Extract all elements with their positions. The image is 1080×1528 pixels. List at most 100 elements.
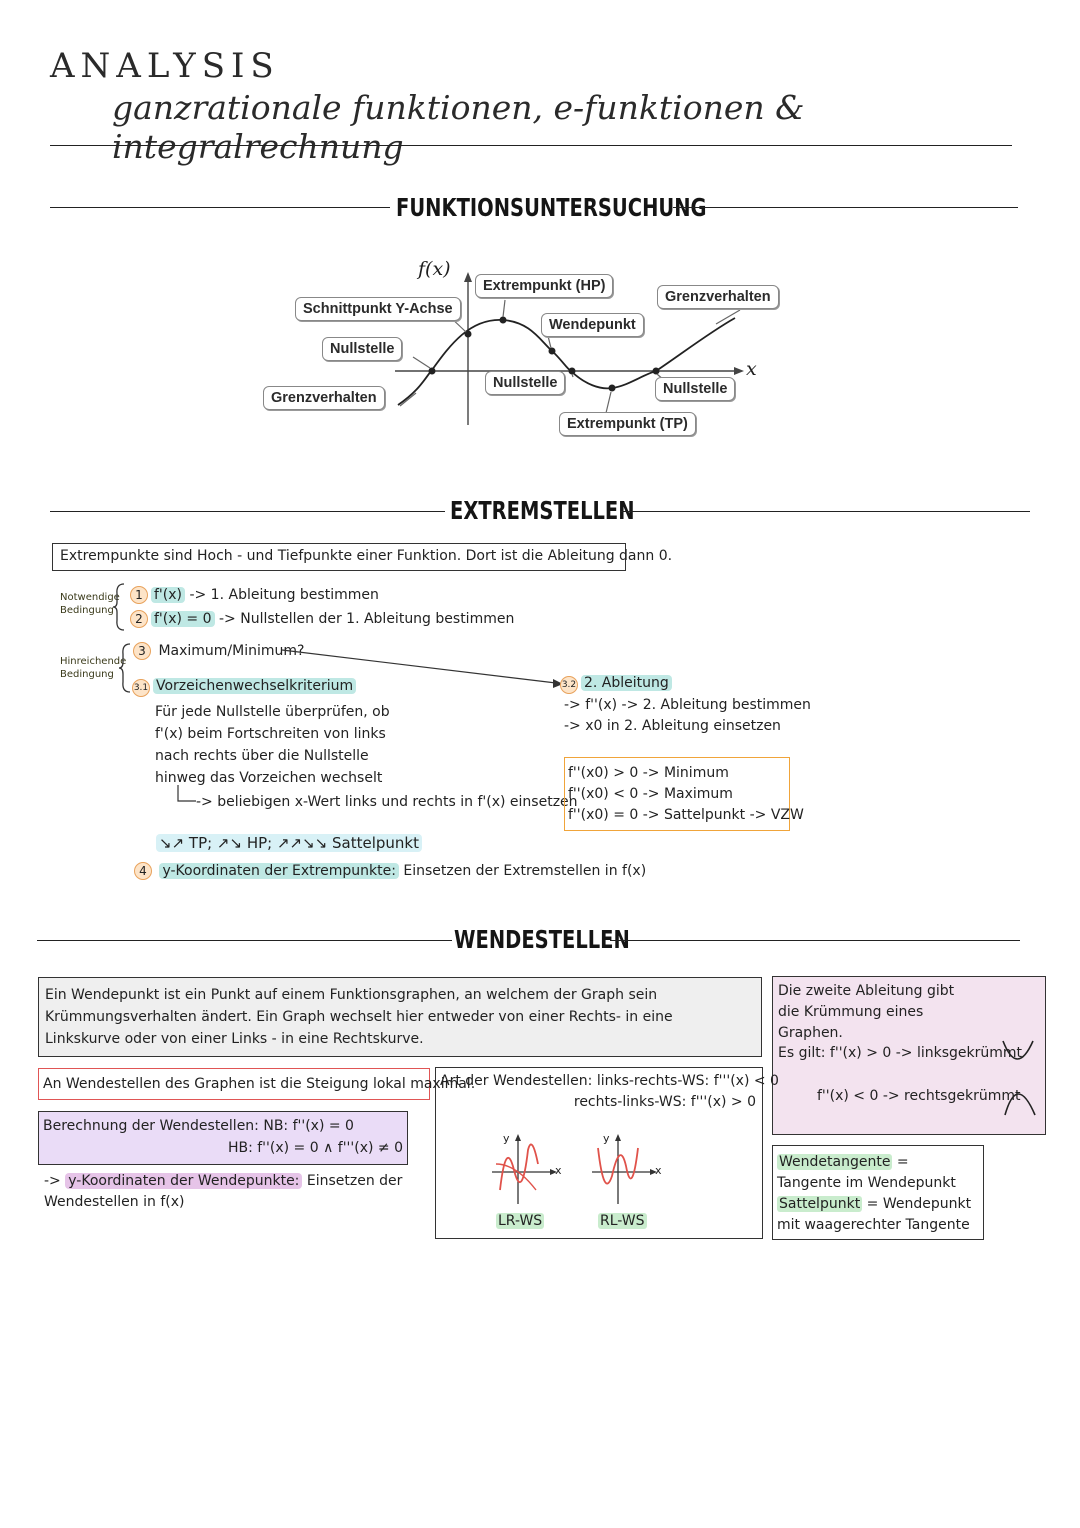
label-grenzverhalten-left: Grenzverhalten [263,386,385,410]
wende-ykoord-prefix: -> [44,1173,61,1189]
label-nullstelle-left: Nullstelle [322,337,403,361]
label-nullstelle-mid: Nullstelle [485,371,566,395]
step-2-text: -> Nullstellen der 1. Ableitung bestimme… [218,611,515,627]
notwendige-bedingung-label: Notwendige Bedingung [60,592,120,616]
y-axis-arrow-icon [464,272,472,282]
berechnung-nb: Berechnung der Wendestellen: NB: f''(x) … [43,1118,354,1134]
extrem-definition-box: Extrempunkte sind Hoch - und Tiefpunkte … [52,543,672,571]
step-3-1-hint: -> beliebigen x-Wert links und rechts in… [196,794,578,810]
hook-arrow-icon [177,785,196,802]
label-extrempunkt-tp: Extrempunkt (TP) [559,412,696,436]
case-line: f''(x0) > 0 -> Minimum [568,765,729,781]
step-3-1-line: f'(x) beim Fortschreiten von links [155,726,386,742]
rl-ws-text: RL-WS [598,1213,647,1229]
lr-ws-text: LR-WS [496,1213,545,1229]
linksgekruemmt-icon [1002,1040,1034,1060]
sattelpunkt-text: = Wendepunkt mit waagerechter Tangente [777,1196,972,1233]
case-line: f''(x0) < 0 -> Maximum [568,786,733,802]
kruemmung-links: Es gilt: f''(x) > 0 -> linksgekrümmt [778,1045,1023,1061]
section-divider-right [620,511,1030,512]
kruemmung-intro: Die zweite Ableitung gibt die Krümmung e… [778,983,955,1041]
wende-ykoord-text2: Wendestellen in f(x) [44,1194,185,1210]
art-wendestellen-box: Art der Wendestellen: links-rechts-WS: f… [435,1067,779,1239]
schnittpunkt-point [464,330,472,338]
lr-ws-graph [492,1134,557,1204]
axis-label-fx: f(x) [418,258,451,280]
connector-line [281,649,563,688]
tangente-box: Wendetangente = Tangente im Wendepunkt S… [772,1145,984,1240]
step-4-title: y-Koordinaten der Extrempunkte: [159,863,399,879]
step-4-text: Einsetzen der Extremstellen in f(x) [403,863,647,879]
wende-ykoord-title: y-Koordinaten der Wendepunkte: [65,1173,303,1189]
extrem-definition: Extrempunkte sind Hoch - und Tiefpunkte … [60,548,673,564]
arrows-legend: ↘↗ TP; ↗↘ HP; ↗↗↘↘ Sattelpunkt [156,834,423,852]
x-axis-arrow-icon [734,367,744,375]
page-title: ANALYSIS [50,46,280,86]
step-1-number: 1 [130,586,148,604]
wendetangente-def: Wendetangente = Tangente im Wendepunkt [777,1152,977,1194]
sattelpunkt-term: Sattelpunkt [777,1196,863,1212]
rechtsgekruemmt-icon [1004,1093,1036,1116]
section-divider-left [50,511,445,512]
function-graph [395,272,744,425]
step-3-text: Maximum/Minimum? [158,643,305,659]
label-schnittpunkt: Schnittpunkt Y-Achse [295,297,461,321]
rl-ws-graph [592,1134,657,1204]
nullstelle-mid-point [568,367,576,375]
section-title-extremstellen: EXTREMSTELLEN [450,496,635,525]
step-4: 4 y-Koordinaten der Extrempunkte: Einset… [134,862,646,880]
steigung-box: An Wendestellen des Graphen ist die Stei… [38,1068,475,1100]
label-extrempunkt-hp: Extrempunkt (HP) [475,274,614,298]
step-2-expr: f'(x) = 0 [151,611,215,627]
step-3-1-line: nach rechts über die Nullstelle [155,748,369,764]
art-line1: Art der Wendestellen: links-rechts-WS: f… [440,1073,779,1089]
wende-definition-box: Ein Wendepunkt ist ein Punkt auf einem F… [38,977,762,1057]
section-divider-right [610,940,1020,941]
case-line: f''(x0) = 0 -> Sattelpunkt -> VZW [568,807,804,823]
brace-notwendig-icon [112,583,125,631]
berechnung-hb: HB: f''(x) = 0 ∧ f'''(x) ≠ 0 [227,1140,403,1156]
section-title-wendestellen: WENDESTELLEN [454,925,630,954]
wendetangente-term: Wendetangente [777,1154,893,1170]
tiefpunkt-point [608,384,616,392]
step-3-2-line1: -> f''(x) -> 2. Ableitung bestimmen [564,697,811,713]
label-wendepunkt: Wendepunkt [541,313,644,337]
section-divider-right [673,207,1018,208]
berechnung-box: Berechnung der Wendestellen: NB: f''(x) … [38,1111,408,1165]
axis-label-x: x [746,358,757,380]
step-2-number: 2 [130,610,148,628]
step-3-1-line: hinweg das Vorzeichen wechselt [155,770,383,786]
lr-ws-label: LR-WS [496,1213,545,1229]
section-title-funktionsuntersuchung: FUNKTIONSUNTERSUCHUNG [396,193,707,222]
step-4-number: 4 [134,862,152,880]
rl-graph-y: y [603,1132,610,1145]
step-1-text: -> 1. Ableitung bestimmen [189,587,379,603]
brace-hinreichend-icon [118,643,131,693]
page-subtitle: ganzrationale funktionen, e-funktionen &… [112,88,805,166]
step-3-1-number: 3.1 [132,679,150,697]
rl-ws-label: RL-WS [598,1213,647,1229]
art-line2: rechts-links-WS: f'''(x) > 0 [573,1094,756,1110]
nullstelle-right-point [652,367,660,375]
arrows-text: ↘↗ TP; ↗↘ HP; ↗↗↘↘ Sattelpunkt [156,834,423,852]
wende-ykoord-text: Einsetzen der [306,1173,403,1189]
nullstelle-left-point [428,367,436,375]
step-3-2-title: 2. Ableitung [581,675,672,691]
wende-definition: Ein Wendepunkt ist ein Punkt auf einem F… [45,987,673,1047]
section-divider-left [37,940,452,941]
step-3-2-number: 3.2 [560,676,578,694]
wende-ykoord: -> y-Koordinaten der Wendepunkte: Einset… [44,1173,402,1189]
step-3-1-line: Für jede Nullstelle überprüfen, ob [155,704,390,720]
kruemmung-box: Die zweite Ableitung gibt die Krümmung e… [772,976,1046,1135]
header-divider [50,145,1012,146]
step-1-expr: f'(x) [151,587,185,603]
label-nullstelle-right: Nullstelle [655,377,736,401]
step-3-number: 3 [133,642,151,660]
hochpunkt-point [499,316,507,324]
wendetangente-text: = Tangente im Wendepunkt [777,1154,956,1191]
lr-graph-y: y [503,1132,510,1145]
